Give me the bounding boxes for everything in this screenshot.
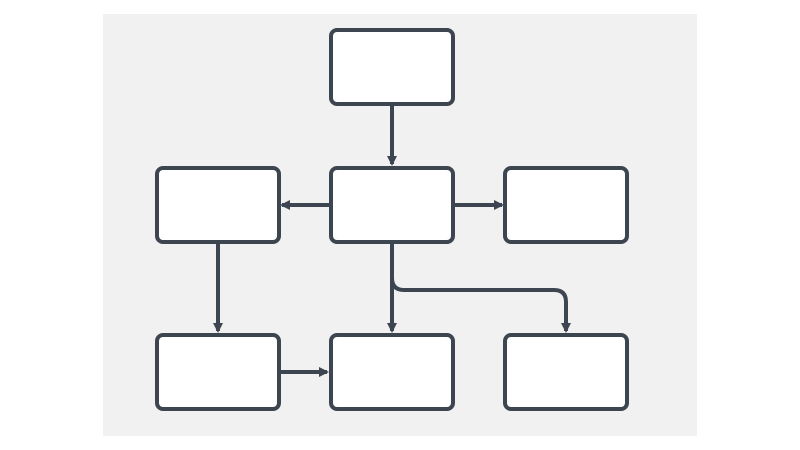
- node-bottom-left: [155, 333, 281, 411]
- arrow-middle-center-to-bottom-right: [390, 242, 571, 333]
- node-bottom-center: [329, 333, 455, 411]
- node-top: [329, 28, 455, 106]
- node-middle-left: [155, 166, 281, 244]
- node-middle-right: [503, 166, 629, 244]
- nodes: [155, 28, 629, 411]
- node-bottom-right: [503, 333, 629, 411]
- node-box: [155, 166, 281, 244]
- node-middle-center: [329, 166, 455, 244]
- node-box: [329, 166, 455, 244]
- node-box: [155, 333, 281, 411]
- node-box: [329, 333, 455, 411]
- node-box: [329, 28, 455, 106]
- connectors: [213, 104, 571, 377]
- node-box: [503, 166, 629, 244]
- node-box: [503, 333, 629, 411]
